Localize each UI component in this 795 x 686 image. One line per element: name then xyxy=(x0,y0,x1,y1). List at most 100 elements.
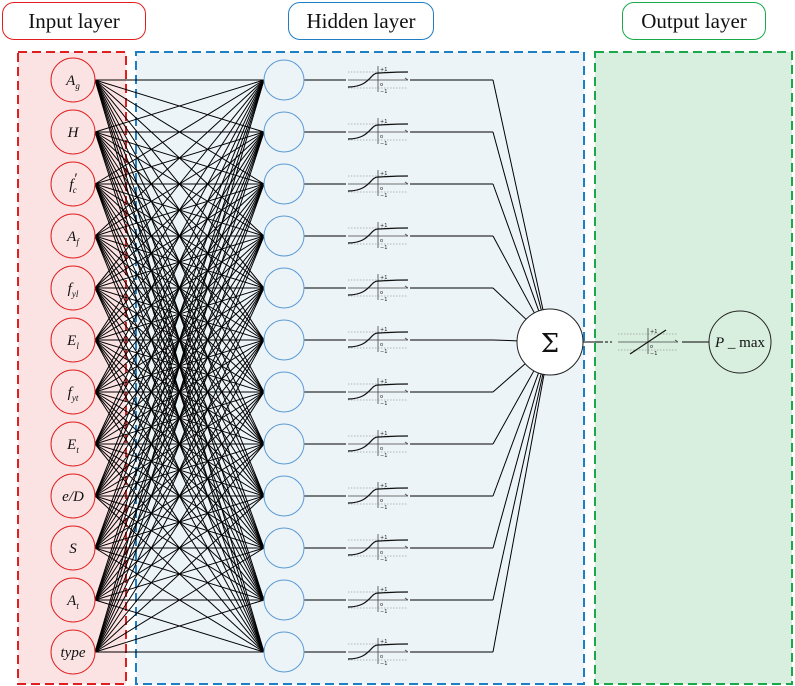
activation-arrowhead xyxy=(404,77,409,81)
input-node-label: type xyxy=(61,645,86,661)
input-node-subscript: t xyxy=(76,601,79,611)
activation-arrowhead xyxy=(404,285,409,289)
sigmoid-activation-icon: +1o−1 xyxy=(347,326,409,355)
input-node-circle xyxy=(50,265,96,311)
input-node-label: e/D xyxy=(62,489,84,505)
input-node-circle xyxy=(50,525,96,571)
sigmoid-activation-icon: +1o−1 xyxy=(347,170,409,199)
connection-line xyxy=(94,547,265,653)
output-layer-title: Output layer xyxy=(622,2,766,40)
activation-arrowhead xyxy=(404,337,409,341)
sigmoid-curve xyxy=(347,71,409,88)
connection-line xyxy=(94,131,265,653)
activation-arrowhead xyxy=(404,129,409,133)
linear-curve xyxy=(629,329,667,355)
input-node: El xyxy=(50,317,96,363)
to-summation-line xyxy=(492,287,527,320)
input-node-symbol: A xyxy=(66,593,77,609)
output-node-label: P _ max xyxy=(714,335,765,351)
tick-pos-label: +1 xyxy=(380,535,387,541)
connection-line xyxy=(94,79,265,393)
hidden-neuron xyxy=(263,267,305,309)
activation-arrowhead xyxy=(404,545,409,549)
tick-neg-label: −1 xyxy=(380,297,387,303)
sigmoid-curve xyxy=(347,123,409,140)
sigmoid-activation-icon: +1 o−1 xyxy=(347,274,409,303)
tick-zero-label: o xyxy=(380,602,383,608)
connection-line xyxy=(94,287,265,653)
output-symbol: P xyxy=(714,335,724,351)
input-node-circle xyxy=(50,161,96,207)
tick-neg-label: −1 xyxy=(380,609,387,615)
connection-line xyxy=(94,339,265,653)
tick-pos-label: +1 xyxy=(380,119,387,125)
tick-zero-label: o xyxy=(380,654,383,660)
to-summation-line xyxy=(492,79,544,310)
tick-neg-label: −1 xyxy=(380,453,387,459)
hidden-neuron xyxy=(263,527,305,569)
sigmoid-activation-icon: +1o−1 xyxy=(347,118,409,147)
input-node-subscript: f xyxy=(76,237,80,247)
input-node: Ag xyxy=(50,57,96,103)
tick-pos-label: +1 xyxy=(380,431,387,437)
input-node: At xyxy=(50,577,96,623)
input-node-subscript: yt xyxy=(71,393,79,403)
input-node-label: Af xyxy=(66,229,80,247)
tick-neg-label: −1 xyxy=(650,351,657,357)
to-summation-line xyxy=(492,183,540,312)
input-node-symbol: A xyxy=(66,229,77,245)
input-node-label: Et xyxy=(66,437,79,455)
input-node-symbol: H xyxy=(67,125,80,141)
summation-node: Σ xyxy=(516,308,584,376)
hidden-neuron xyxy=(263,371,305,413)
input-node-label: At xyxy=(66,593,79,611)
connection-line xyxy=(94,79,265,341)
input-node-symbol: A xyxy=(65,73,76,89)
input-node-symbol: f xyxy=(68,385,74,401)
activation-arrowhead xyxy=(404,649,409,653)
connection-line xyxy=(94,235,265,653)
input-node-circle xyxy=(50,421,96,467)
sigmoid-curve xyxy=(347,383,409,400)
input-node-subscript: yl xyxy=(71,289,79,299)
input-node: f′c xyxy=(50,161,96,207)
input-node-symbol: f xyxy=(69,177,75,193)
tick-zero-label: o xyxy=(380,290,383,296)
input-node-subscript: c xyxy=(73,185,77,195)
tick-zero-label: o xyxy=(380,134,383,140)
activation-arrowhead xyxy=(404,441,409,445)
tick-neg-label: −1 xyxy=(380,193,387,199)
output-part: +1o−1 P _ max xyxy=(583,310,772,374)
activation-arrowhead xyxy=(404,597,409,601)
input-node: type xyxy=(50,629,96,675)
tick-pos-label: +1 xyxy=(380,483,387,489)
input-node: fyt xyxy=(50,369,96,415)
tick-pos-label: +1 xyxy=(380,171,387,177)
tick-zero-label: o xyxy=(380,238,383,244)
linear-activation-icon: +1o−1 xyxy=(618,328,679,357)
input-node-label: H xyxy=(67,125,80,141)
sigmoid-activation-icon: +1o−1 xyxy=(347,534,409,563)
tick-pos-label: +1 xyxy=(380,275,387,281)
output-suffix: _ max xyxy=(724,335,765,351)
connection-line xyxy=(94,79,265,133)
sigmoid-curve xyxy=(347,227,409,244)
input-node: Et xyxy=(50,421,96,467)
input-node-circle xyxy=(50,629,96,675)
input-node-symbol: E xyxy=(66,333,76,349)
input-node: H xyxy=(50,109,96,155)
input-node-symbol: type xyxy=(61,645,86,661)
connection-line xyxy=(94,79,265,601)
tick-neg-label: −1 xyxy=(380,661,387,667)
hidden-layer-title: Hidden layer xyxy=(288,2,434,40)
to-summation-line xyxy=(492,339,518,342)
connection-line xyxy=(94,79,265,185)
sigmoid-activation-icon: +1o−1 xyxy=(347,66,409,95)
to-summation-line xyxy=(492,235,535,314)
input-node: S xyxy=(50,525,96,571)
activation-arrowhead xyxy=(404,389,409,393)
tick-neg-label: −1 xyxy=(380,557,387,563)
sigmoid-curve xyxy=(347,279,409,296)
connection-line xyxy=(94,183,265,653)
input-node-circle xyxy=(50,57,96,103)
